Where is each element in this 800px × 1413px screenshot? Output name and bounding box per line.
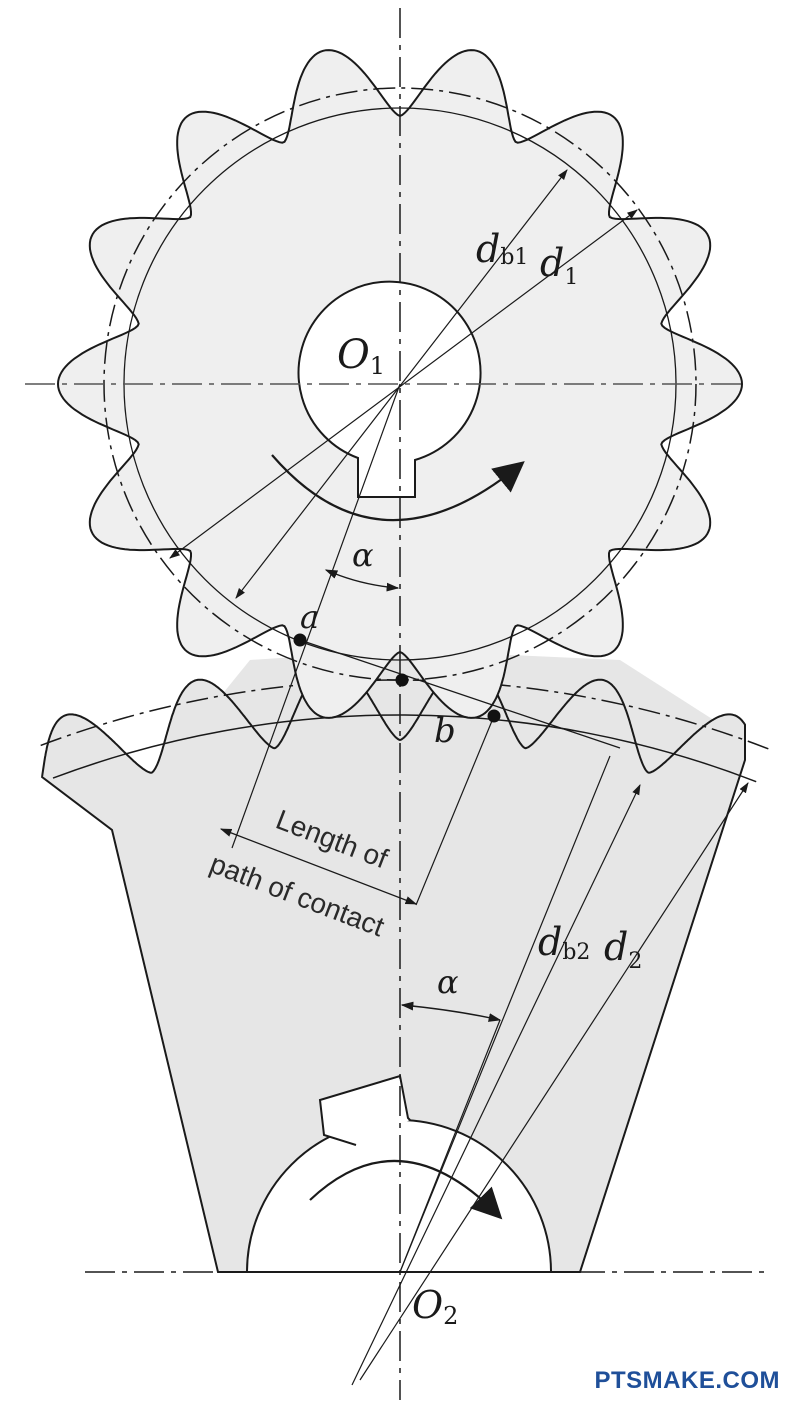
label-point-a: a <box>300 598 319 636</box>
label-o2: O2 <box>412 1283 458 1330</box>
lower-alpha-ref-line <box>399 1019 501 1273</box>
lower-gear-teeth <box>41 661 746 1273</box>
path-of-contact-dimension <box>219 828 418 905</box>
contact-point-b <box>487 709 501 723</box>
contact-point-a <box>293 633 307 647</box>
lower-alpha-arc <box>400 1001 502 1022</box>
upper-alpha-arc <box>324 569 400 592</box>
label-db1: db1 <box>476 227 528 271</box>
lower-base-circle <box>52 714 757 783</box>
lower-rotation-arrow <box>309 1159 503 1220</box>
label-point-b: b <box>434 711 456 751</box>
db2-line <box>399 755 611 1273</box>
label-db2: db2 <box>538 920 590 965</box>
path-end-line <box>415 715 495 906</box>
db2-dimension-line <box>351 784 641 1386</box>
label-d1: d1 <box>540 241 578 290</box>
lower-gear-keyway <box>318 1074 411 1146</box>
label-alpha-top: α <box>352 536 374 574</box>
label-d2: d2 <box>604 925 642 974</box>
d1-dimension-line <box>169 209 638 559</box>
line-of-action <box>231 383 401 849</box>
label-alpha-bottom: α <box>437 963 459 1001</box>
watermark-brand: PTSMAKE.COM <box>594 1367 780 1394</box>
d2-dimension-line <box>359 782 749 1381</box>
pitch-point <box>395 673 409 687</box>
line-of-action-contact <box>299 639 621 749</box>
label-o1: O1 <box>337 332 385 380</box>
